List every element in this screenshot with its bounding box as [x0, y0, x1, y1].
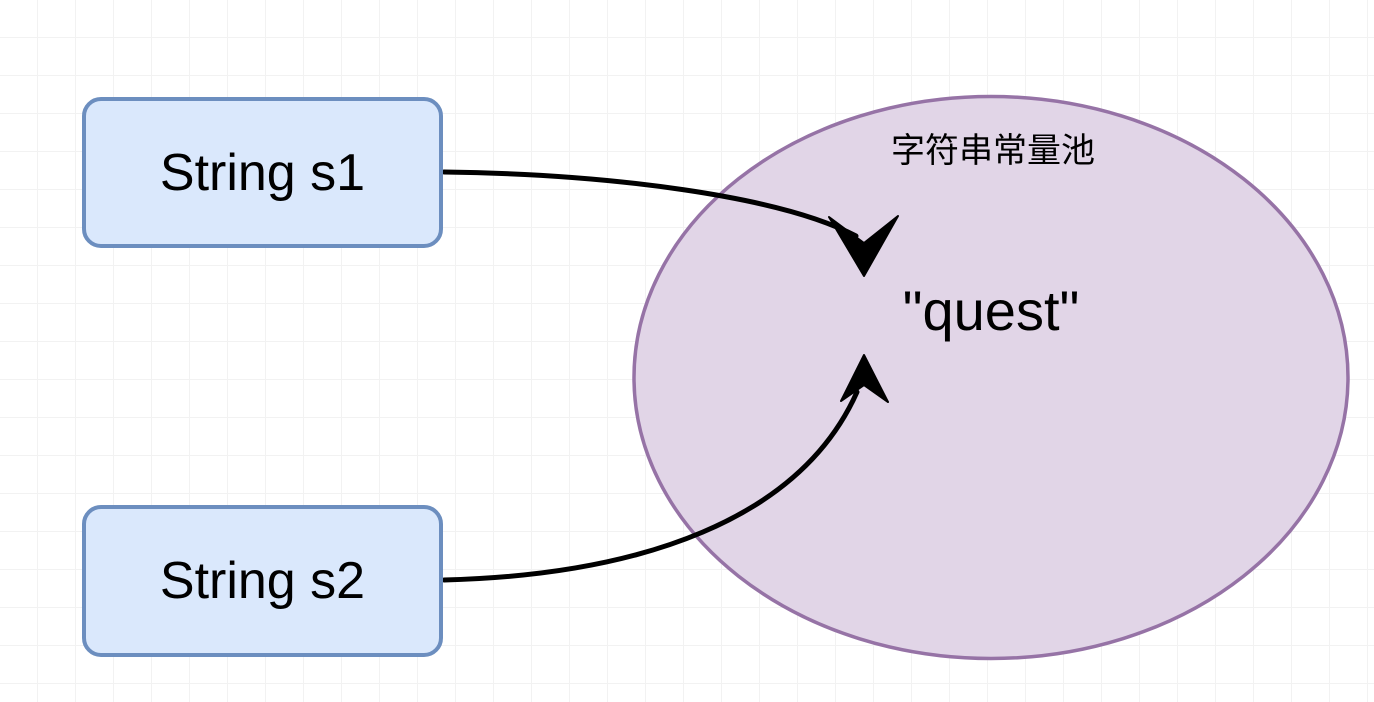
edge-s1-to-pool-line[interactable] [441, 169, 859, 239]
edge-s2-to-pool-arrowhead-icon [840, 354, 889, 403]
string-constant-pool-title: 字符串常量池 [891, 132, 1095, 170]
edge-s2-to-pool-line[interactable] [441, 389, 860, 583]
node-string-s1[interactable]: String s1 [82, 97, 443, 248]
string-constant-pool-ellipse[interactable] [632, 94, 1350, 661]
node-string-s1-label: String s1 [159, 143, 366, 202]
string-constant-pool-value: "quest" [902, 279, 1080, 342]
edge-s1-to-pool-arrowhead-icon [828, 215, 899, 277]
node-string-s2[interactable]: String s2 [82, 505, 443, 657]
node-string-s2-label: String s2 [159, 552, 366, 610]
